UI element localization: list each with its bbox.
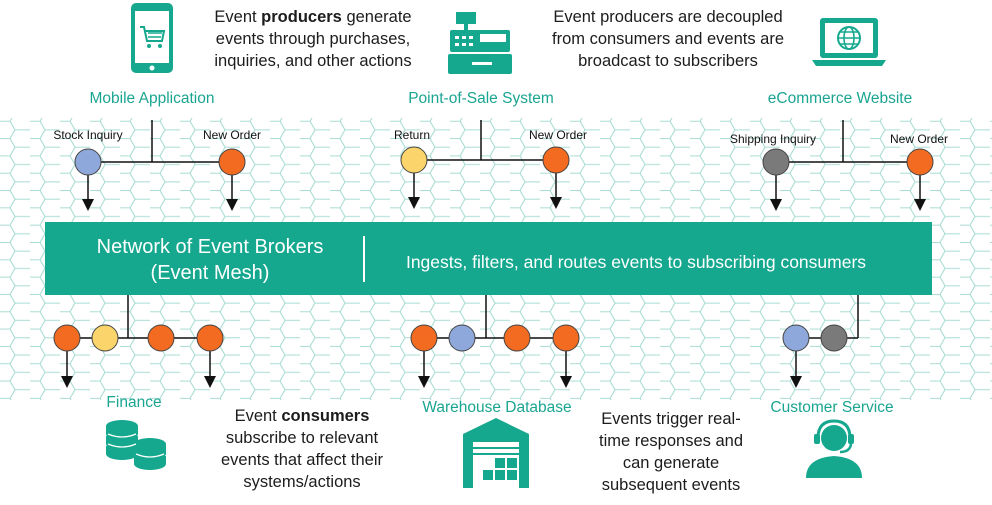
producer-label-mobile: Mobile Application: [90, 90, 215, 107]
consumers-bold: consumers: [281, 407, 370, 425]
event-dot-return: [400, 146, 428, 174]
consumer-tree-finance: [61, 295, 216, 388]
consumer-dot: [503, 324, 531, 352]
producers-blurb: Event producers generate events through …: [214, 8, 412, 70]
event-dot-pos-new-order: [542, 146, 570, 174]
event-dot-shipping-inquiry: [762, 148, 790, 176]
consumer-label-finance: Finance: [106, 394, 161, 411]
consumer-dot: [91, 324, 119, 352]
consumer-dot: [410, 324, 438, 352]
mobile-cart-icon: [131, 3, 173, 73]
event-dot-stock-inquiry: [74, 148, 102, 176]
event-label-pos-new-order: New Order: [529, 128, 587, 142]
consumer-dot: [147, 324, 175, 352]
event-broker-bar: [45, 222, 932, 295]
consumer-dot: [53, 324, 81, 352]
laptop-globe-icon: [812, 18, 886, 66]
consumer-dot: [448, 324, 476, 352]
event-label-shipping-inquiry: Shipping Inquiry: [730, 132, 816, 146]
real-time-blurb: Events trigger real-time responses and c…: [599, 410, 743, 494]
producer-tree-mobile: [82, 120, 238, 211]
consumer-label-warehouse: Warehouse Database: [422, 399, 571, 416]
consumer-dot: [196, 324, 224, 352]
broker-description: Ingests, filters, and routes events to s…: [406, 252, 866, 272]
headset-agent-icon: [806, 419, 862, 478]
event-label-ecom-new-order: New Order: [890, 132, 948, 146]
broker-title-line1: Network of Event Brokers: [97, 236, 324, 258]
event-label-return: Return: [394, 128, 430, 142]
consumer-dot: [782, 324, 810, 352]
broker-title-line2: (Event Mesh): [151, 262, 270, 284]
producer-label-pos: Point-of-Sale System: [408, 90, 554, 107]
event-label-mobile-new-order: New Order: [203, 128, 261, 142]
producers-bold: producers: [261, 8, 342, 26]
event-dot-ecom-new-order: [906, 148, 934, 176]
coins-icon: [106, 420, 166, 470]
producer-tree-ecommerce: [770, 120, 926, 211]
event-label-stock-inquiry: Stock Inquiry: [53, 128, 122, 142]
consumer-dot: [820, 324, 848, 352]
decoupled-blurb: Event producers are decoupled from consu…: [551, 8, 785, 70]
event-dot-mobile-new-order: [218, 148, 246, 176]
cash-register-icon: [448, 12, 512, 74]
consumer-tree-warehouse: [418, 295, 572, 388]
consumers-blurb: Event consumers subscribe to relevant ev…: [220, 407, 384, 491]
consumer-label-customer-service: Customer Service: [770, 399, 893, 416]
warehouse-icon: [463, 418, 529, 488]
producer-tree-pos: [408, 120, 562, 209]
producer-label-ecommerce: eCommerce Website: [768, 90, 912, 107]
consumer-dot: [552, 324, 580, 352]
